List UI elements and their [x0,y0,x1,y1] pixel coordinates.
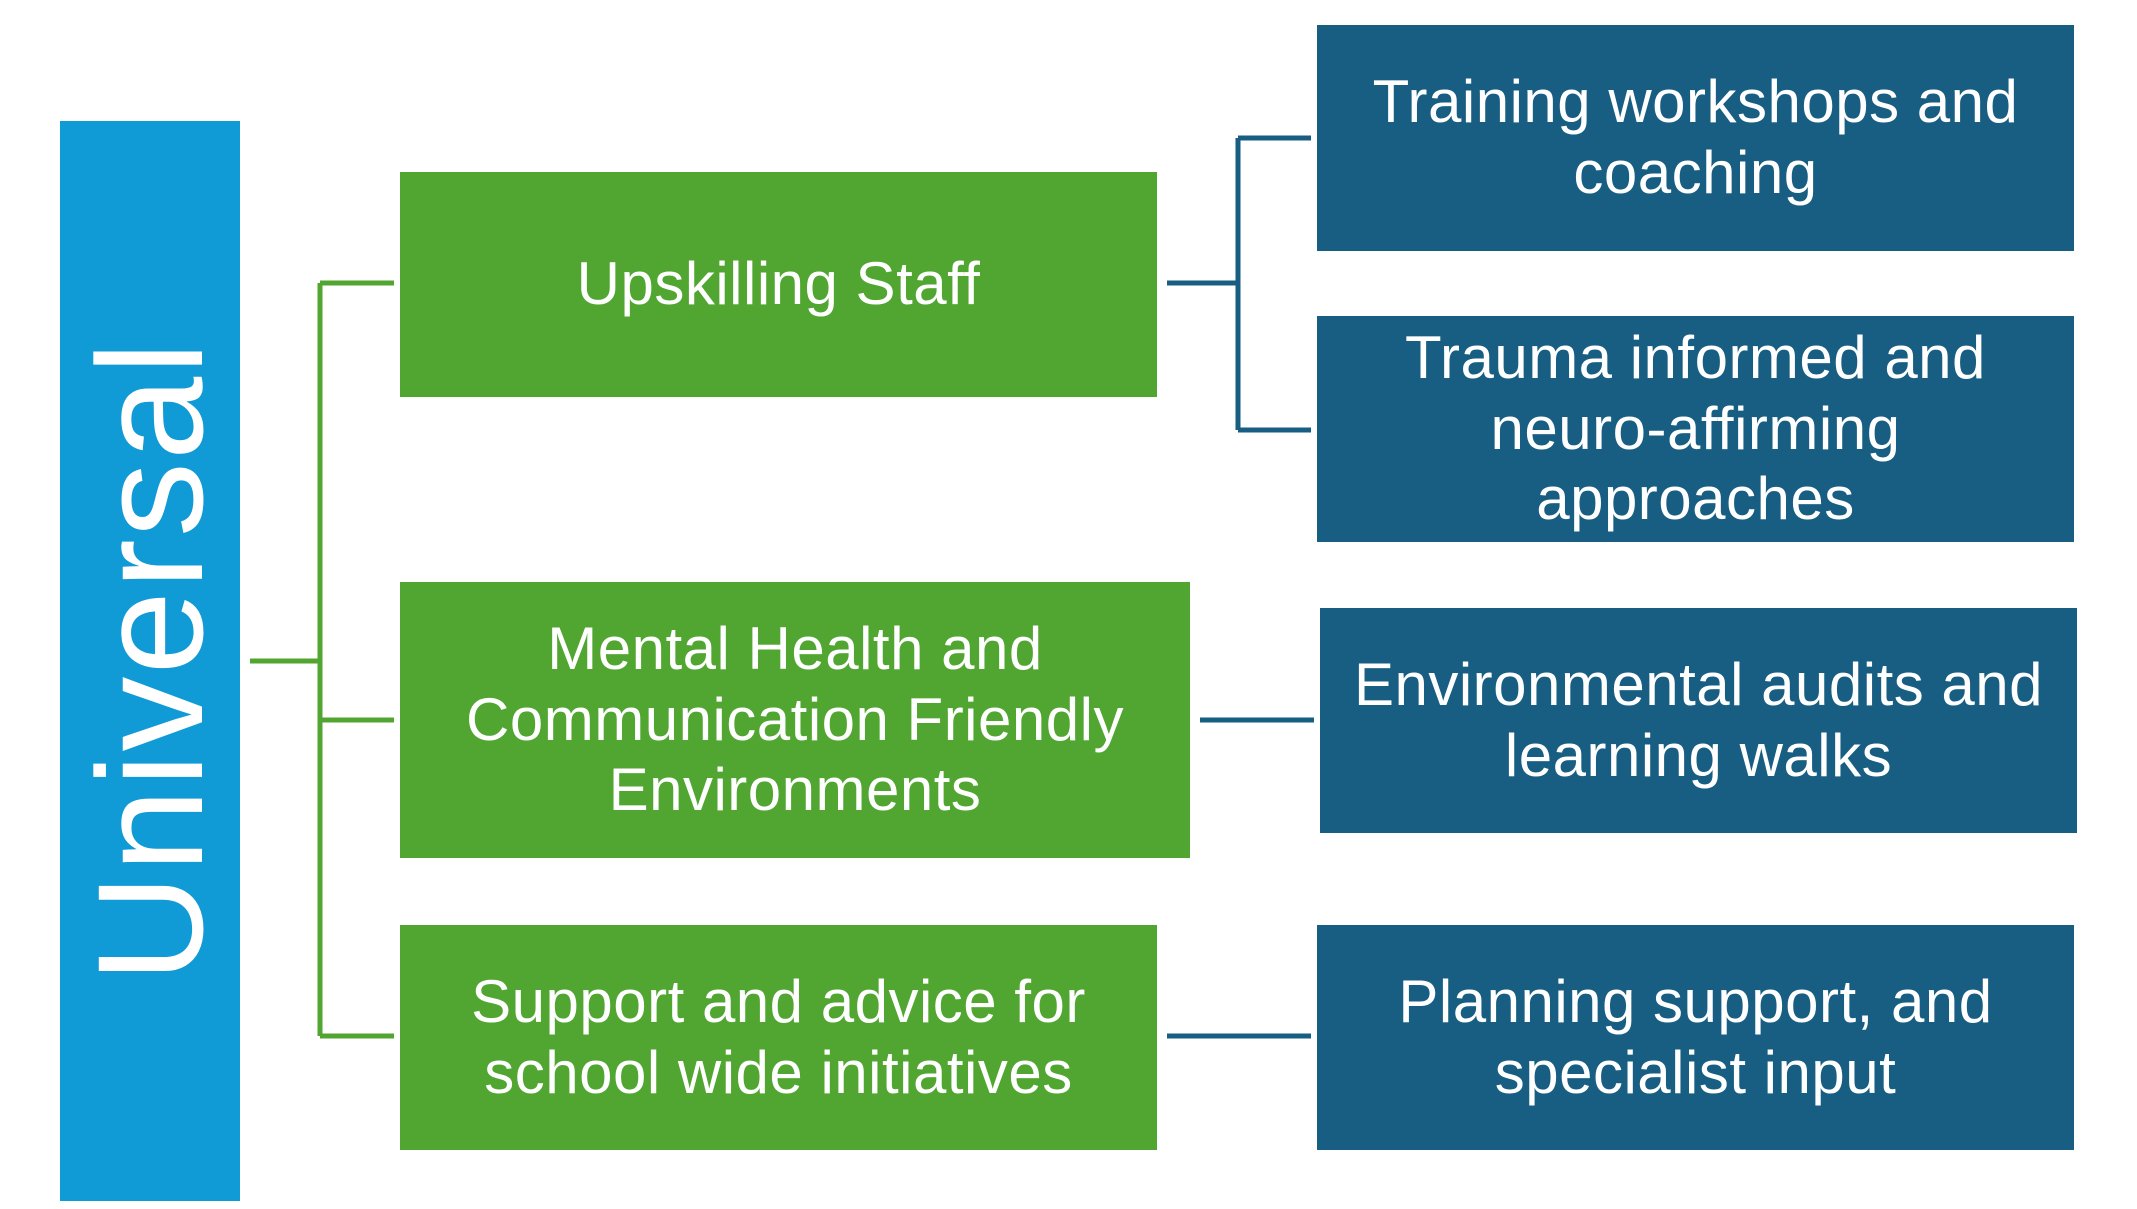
category-label: Upskilling Staff [576,250,981,318]
child-node-audits: Environmental audits and learning walks [1320,608,2077,833]
category-node-environments: Mental Health and Communication Friendly… [400,582,1190,858]
child-node-trauma: Trauma informed and neuro-affirming appr… [1317,316,2074,542]
root-connectors [250,280,394,1039]
child-label: Environmental audits and learning walks [1353,650,2044,789]
child-label: Training workshops and coaching [1372,68,2019,206]
root-node-label: Universal [66,339,234,983]
child-node-planning: Planning support, and specialist input [1317,925,2074,1150]
child-connectors [1167,135,1314,1039]
root-node-universal [60,121,240,1201]
category-node-support: Support and advice for school wide initi… [400,925,1157,1150]
category-label: Mental Health and Communication Friendly… [466,614,1124,824]
category-node-upskilling: Upskilling Staff [400,172,1157,397]
child-label: Planning support, and specialist input [1398,967,1993,1106]
child-label: Trauma informed and neuro-affirming appr… [1405,323,1986,533]
child-node-training: Training workshops and coaching [1317,25,2074,251]
category-label: Support and advice for school wide initi… [471,967,1086,1106]
